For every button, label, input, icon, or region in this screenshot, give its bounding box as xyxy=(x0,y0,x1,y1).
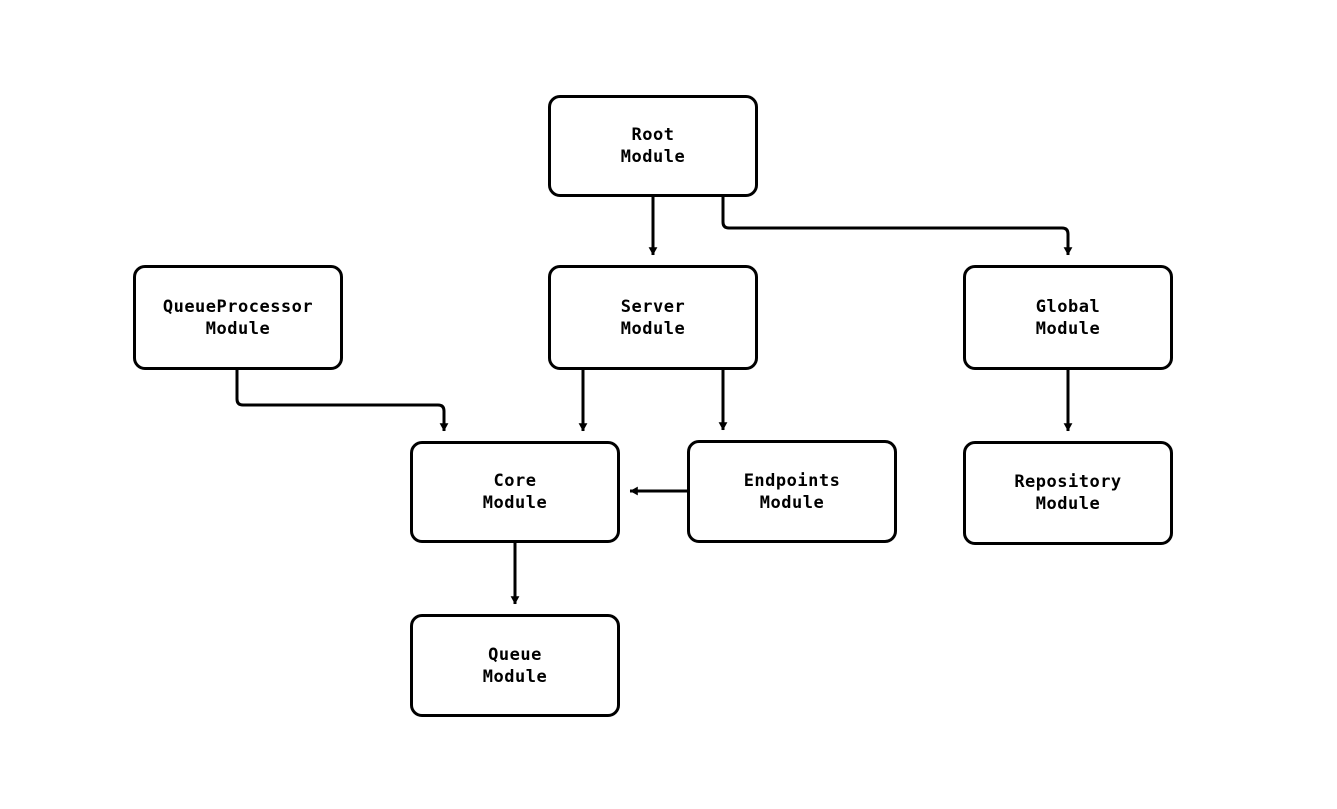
node-queueprocessor-module-line1: QueueProcessor xyxy=(162,296,314,317)
node-server-module-line2: Module xyxy=(620,318,686,339)
node-queue-module-line1: Queue xyxy=(488,644,542,665)
node-endpoints-module-line2: Module xyxy=(759,492,825,513)
edge-root-to-global xyxy=(721,197,1073,256)
node-global-module-line1: Global xyxy=(1035,296,1101,317)
node-endpoints-module[interactable]: Endpoints Module xyxy=(687,440,897,543)
node-endpoints-module-line1: Endpoints xyxy=(743,470,841,491)
node-core-module-line2: Module xyxy=(482,493,548,513)
node-server-module[interactable]: Server Module xyxy=(548,265,758,370)
node-repository-module-line2: Module xyxy=(1035,494,1101,514)
edge-queueprocessor-to-core xyxy=(235,370,449,432)
node-root-module[interactable]: Root Module xyxy=(548,95,758,197)
node-repository-module-line1: Repository xyxy=(1014,472,1122,492)
node-queueprocessor-module-line2: Module xyxy=(205,318,271,339)
node-queueprocessor-module[interactable]: QueueProcessor Module xyxy=(133,265,343,370)
node-root-module-line1: Root xyxy=(631,125,675,145)
node-core-module-line1: Core xyxy=(493,471,537,491)
node-queue-module-line2: Module xyxy=(482,666,548,687)
node-queue-module[interactable]: Queue Module xyxy=(410,614,620,717)
node-server-module-line1: Server xyxy=(620,296,686,317)
node-repository-module[interactable]: Repository Module xyxy=(963,441,1173,545)
node-global-module[interactable]: Global Module xyxy=(963,265,1173,370)
node-core-module[interactable]: Core Module xyxy=(410,441,620,543)
node-global-module-line2: Module xyxy=(1035,318,1101,339)
node-root-module-line2: Module xyxy=(620,147,686,167)
